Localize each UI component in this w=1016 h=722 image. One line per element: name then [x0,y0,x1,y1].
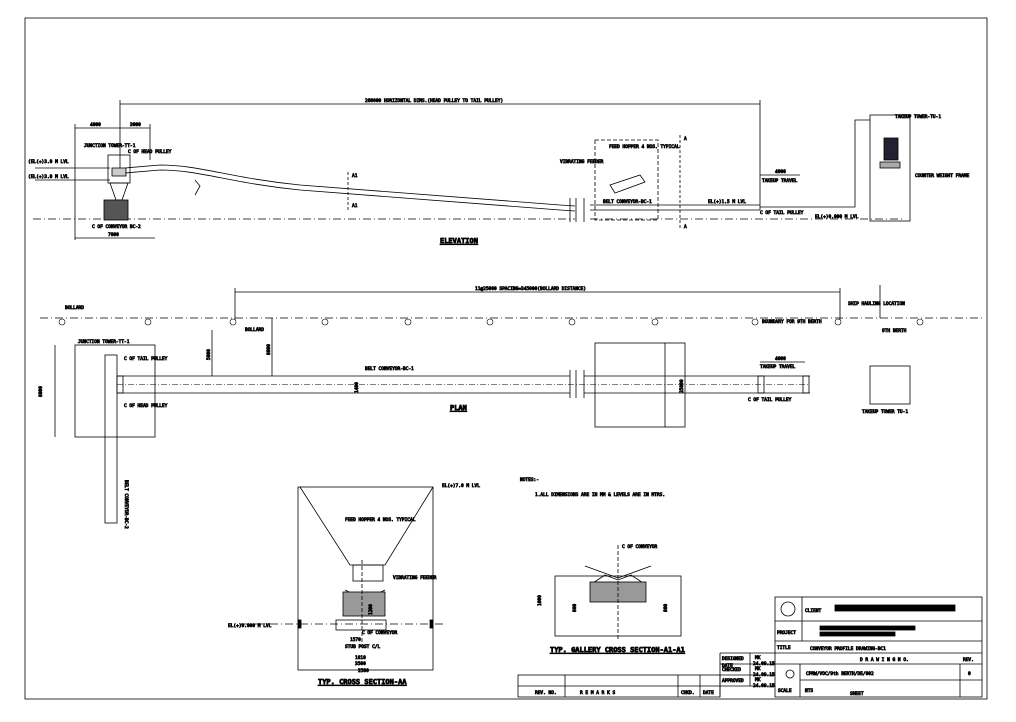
takeup-tower-label: TAKEUP TOWER-TU-1 [895,114,941,120]
scale-value: NTS [805,688,813,694]
plan-dim-8000-left: 8000 [38,386,44,397]
a1-dim-1000: 1000 [537,595,543,606]
el-ground-label: EL(+)0.000 M LVL [815,214,859,220]
scale-label: SCALE [778,688,792,694]
section-a1-top: A1 [352,173,358,179]
sheet-label: SHEET [850,691,864,697]
designed-label: DESIGNED [722,656,744,662]
aa-post: STUB POST C/L [345,644,381,650]
plan-belt-conveyor: BELT CONVEYOR-BC-1 [365,366,414,372]
date-1: 24.09.15 [753,661,775,667]
aa-cl-conveyor: C OF CONVEYOR [362,630,398,636]
bollard-spacing-dim: 11@25000 SPACING=345000(BOLLARD DISTANCE… [475,286,586,292]
vibrating-feeder-label: VIBRATING FEEDER [560,159,604,165]
plan-takeup-travel: TAKEUP TRAVEL [760,364,796,370]
date-label: DATE [722,663,733,669]
plan-dim-5000: 5000 [206,349,212,360]
belt-conveyor-label: BELT CONVEYOR-BC-1 [603,199,652,205]
section-aa-title: TYP. CROSS SECTION-AA [318,678,407,686]
title-value: CONVEYOR PROFILE DRAWING-BC1 [810,646,886,652]
takeup-travel-dim: 4000 [775,169,786,175]
plan-takeup-dim: 4000 [775,356,786,362]
client-label: CLIENT [805,608,822,614]
aa-vibrating-feeder: VIBRATING FEEDER [393,575,437,581]
title-block: CLIENT PROJECT TITLE CONVEYOR PROFILE DR… [719,596,983,698]
feed-hopper-label: FEED HOPPER 4 NOS. TYPICAL [609,144,680,150]
aa-dim-3500: 3500 [355,661,366,667]
plan-tail-pulley: C OF TAIL PULLEY [748,397,792,403]
revision-table: REV. NO. R E M A R K S CHKD. DATE [517,674,721,698]
plan-view: 11@25000 SPACING=345000(BOLLARD DISTANCE… [38,285,985,529]
plan-width-25000: 25000 [679,379,685,393]
ship-hauling-label: SHIP HAULING LOCATION [848,301,905,307]
project-label: PROJECT [777,630,796,636]
plan-tail-pulley-top: C OF TAIL PULLEY [124,356,168,362]
counter-weight-label: COUNTER WEIGHT FRAME [915,173,969,179]
aa-dim-1810: 1810 [355,655,366,661]
el-label-1: (EL(+)3.0 M LVL [28,159,69,165]
checked-by: MK [755,666,761,672]
date-header: DATE [703,690,714,696]
el-belt-label: EL(+)1.5 M LVL [708,199,746,205]
elevation-title: ELEVATION [440,237,478,245]
section-aa: EL(+)7.0 M LVL FEED HOPPER 4 NOS. TYPICA… [228,483,481,687]
aa-dim-1200: 1200 [368,604,374,615]
checked-label: CHECKED [722,667,741,673]
plan-bc2-label: BELT CONVEYOR-BC-2 [123,480,129,529]
dim-7000: 7000 [108,232,119,238]
berth-label: 9TH BERTH [882,328,907,334]
el-label-2: (EL(+)3.0 M LVL [28,174,69,180]
plan-head-pulley: C OF HEAD PULLEY [124,403,168,409]
a1-cl-conveyor: C OF CONVEYOR [622,544,658,550]
aa-dim-1570: 1570 [350,637,361,643]
plan-takeup-tower: TAKEUP TOWER TU-1 [862,409,908,415]
plan-junction-tower: JUNCTION TOWER-TT-1 [78,339,130,345]
a1-dim-800-right: 800 [663,604,669,612]
dim-3000: 3000 [130,122,141,128]
notes: NOTES:- 1.ALL DIMENSIONS ARE IN MM & LEV… [520,477,666,499]
horizontal-dim: 260000 HORIZONTAL DIMS.(HEAD PULLEY TO T… [365,98,503,104]
takeup-travel-label: TAKEUP TRAVEL [762,178,798,184]
aa-dim-2500: 2500 [358,668,369,674]
title-label: TITLE [777,645,791,651]
plan-width-1400: 1400 [354,382,360,393]
date-2: 24.09.15 [753,672,775,678]
cl-conveyor-bc2: C OF CONVEYOR BC-2 [92,224,141,230]
bollard-left-label: BOLLARD [65,305,84,311]
drawing-no: CPRW/VOC/9th BERTH/DE/002 [806,671,874,677]
chkd-header: CHKD. [681,690,695,696]
tail-pulley-label: C OF TAIL PULLEY [760,210,804,216]
section-a1-a1: C OF CONVEYOR 1000 800 800 TYP. GALLERY … [537,544,686,655]
approved-label: APPROVED [722,678,744,684]
notes-line-1: 1.ALL DIMENSIONS ARE IN MM & LEVELS ARE … [535,492,665,498]
a1-dim-800-left: 800 [572,604,578,612]
section-a1-title: TYP. GALLERY CROSS SECTION-A1-A1 [550,646,685,654]
aa-el-ground: EL(+)0.000 M LVL [228,623,272,629]
aa-feed-hopper: FEED HOPPER 4 NOS. TYPICAL [345,517,416,523]
section-a-top: A [684,136,687,142]
boundary-label: BOUNDARY FOR 9TH BERTH [762,319,822,325]
remarks-header: R E M A R K S [580,690,616,696]
rev-value: 0 [968,671,971,677]
notes-heading: NOTES:- [520,477,539,483]
rev-label: REV. [963,657,974,663]
dim-4000: 4000 [90,122,101,128]
plan-title: PLAN [450,404,467,412]
sheet-border [24,17,988,700]
rev-no-header: REV. NO. [535,690,557,696]
section-a-bottom: A [684,224,687,230]
aa-el-top: EL(+)7.0 M LVL [442,483,480,489]
approved-by: MK [755,677,761,683]
bollard-mid-label: BOLLARD [245,327,264,333]
head-pulley-label: C OF HEAD PULLEY [128,149,172,155]
designed-by: MK [755,655,761,661]
elevation-view: 260000 HORIZONTAL DIMS.(HEAD PULLEY TO T… [28,98,970,246]
section-a1-bottom: A1 [352,203,358,209]
drawing-no-label: D R A W I N G N O. [860,657,909,663]
plan-dim-8000: 8000 [266,344,272,355]
date-3: 24.09.15 [753,683,775,689]
junction-tower-label: JUNCTION TOWER-TT-1 [84,143,136,149]
